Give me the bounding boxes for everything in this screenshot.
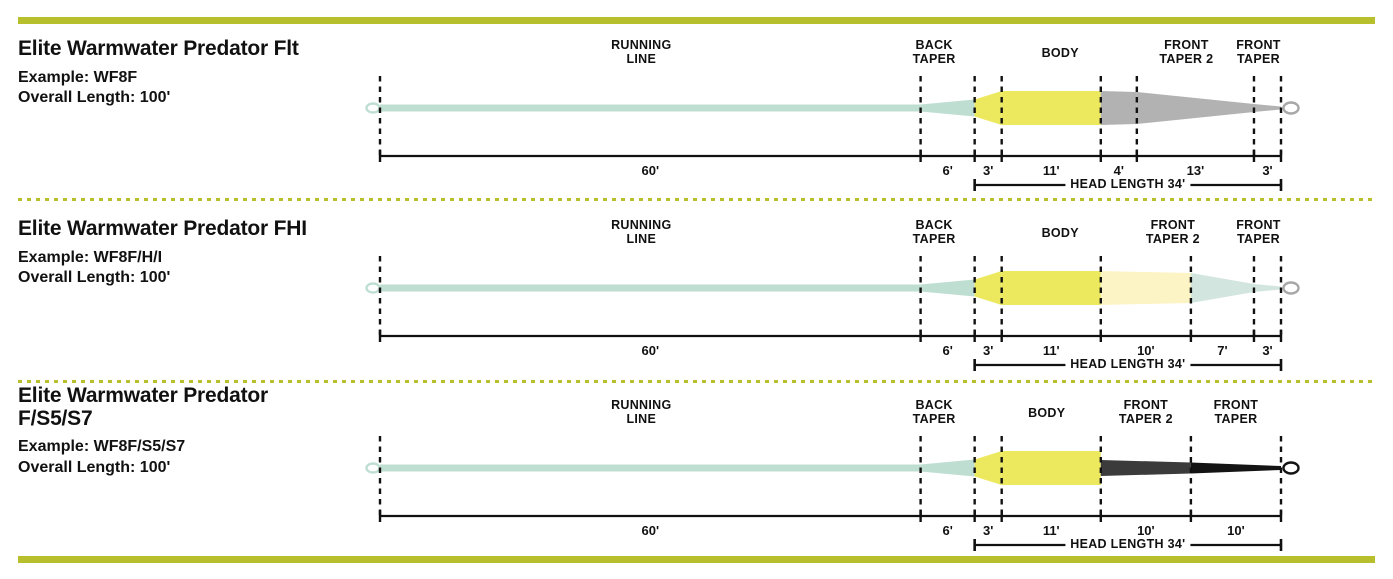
head-length-label: HEAD LENGTH 34': [1065, 537, 1191, 551]
segment-length-label: 3': [1262, 163, 1273, 178]
welded-loop-rear-icon: [365, 282, 381, 294]
segment-length-label: 10': [1137, 343, 1155, 358]
taper-segment-back-taper: [920, 459, 975, 477]
taper-diagram: RUNNING LINE BACK TAPER BODY FRONT TAPER 2 F…: [0, 210, 1393, 385]
segment-heading-front-taper-2: FRONT TAPER 2: [1145, 218, 1200, 247]
product-meta: Example: WF8F Overall Length: 100': [18, 68, 368, 109]
segment-length-label: 10': [1137, 523, 1155, 538]
top-accent-rule: [18, 17, 1375, 24]
taper-segment-running-line: [380, 104, 921, 112]
segment-length-label: 6': [942, 523, 953, 538]
segment-length-label: 11': [1042, 523, 1060, 538]
segment-heading-front-taper-2: FRONT TAPER 2: [1159, 38, 1214, 67]
taper-segment-body: [1001, 451, 1101, 485]
taper-diagram: RUNNING LINE BACK TAPER BODY FRONT TAPER 2 F…: [0, 30, 1393, 205]
segment-length-label: 7': [1217, 343, 1228, 358]
taper-segment-front-taper-2: [1100, 460, 1191, 476]
taper-segment-front-taper: [1253, 284, 1281, 292]
taper-segment-body: [1001, 271, 1101, 305]
segment-length-label: 3': [983, 343, 994, 358]
segment-length-label: 3': [1262, 343, 1273, 358]
overall-length-label: Overall Length: 100': [18, 458, 171, 476]
segment-heading-back-taper: BACK TAPER: [912, 38, 956, 67]
taper-segment-running-line: [380, 464, 921, 472]
overall-length-label: Overall Length: 100': [18, 89, 171, 107]
segment-length-label: 6': [942, 163, 953, 178]
taper-segment-front-taper-2: [1136, 92, 1254, 124]
page-title: Elite Warmwater Predator FHI: [18, 217, 307, 240]
welded-loop-tip-icon: [1282, 101, 1300, 115]
segment-heading-front-taper-2: FRONT TAPER 2: [1118, 398, 1173, 427]
head-length-label: HEAD LENGTH 34': [1065, 177, 1191, 191]
segment-length-label: 60': [641, 523, 660, 538]
segment-length-label: 11': [1042, 343, 1060, 358]
taper-segment-rear-taper: [974, 451, 1002, 485]
taper-segment-front-taper: [1253, 104, 1281, 112]
example-label: Example: WF8F: [18, 68, 138, 86]
segment-length-label: 4': [1113, 163, 1124, 178]
bottom-accent-rule: [18, 556, 1375, 563]
segment-heading-body: BODY: [1041, 226, 1079, 240]
taper-profile-svg: [365, 256, 1300, 371]
taper-segment-front-taper: [1190, 462, 1281, 474]
page-title: Elite Warmwater Predator F/S5/S7: [18, 384, 268, 430]
page-title: Elite Warmwater Predator Flt: [18, 37, 299, 60]
segment-heading-running-line: RUNNING LINE: [611, 398, 672, 427]
taper-segment-body-2: [1100, 271, 1191, 305]
segment-heading-back-taper: BACK TAPER: [912, 398, 956, 427]
welded-loop-rear-icon: [365, 102, 381, 114]
segment-heading-front-taper: FRONT TAPER: [1236, 218, 1281, 247]
taper-segment-front-taper-2: [1190, 273, 1254, 303]
example-label: Example: WF8F/S5/S7: [18, 438, 186, 456]
segment-length-label: 6': [942, 343, 953, 358]
segment-length-label: 60': [641, 343, 660, 358]
taper-segment-rear-taper: [974, 271, 1002, 305]
taper-segment-rear-taper: [974, 91, 1002, 125]
row-separator-1: [18, 198, 1375, 201]
segment-length-label: 3': [983, 163, 994, 178]
segment-length-label: 3': [983, 523, 994, 538]
segment-length-label: 60': [641, 163, 660, 178]
taper-segment-body: [1001, 91, 1101, 125]
taper-segment-front-taper-3: [1100, 91, 1137, 125]
segment-heading-body: BODY: [1041, 46, 1079, 60]
segment-heading-body: BODY: [1028, 406, 1066, 420]
taper-segment-back-taper: [920, 99, 975, 117]
segment-length-label: 10': [1227, 523, 1245, 538]
segment-heading-running-line: RUNNING LINE: [611, 38, 672, 67]
taper-segment-back-taper: [920, 279, 975, 297]
segment-length-label: 11': [1042, 163, 1060, 178]
segment-heading-front-taper: FRONT TAPER: [1213, 398, 1259, 427]
segment-heading-front-taper: FRONT TAPER: [1236, 38, 1281, 67]
taper-segment-running-line: [380, 284, 921, 292]
welded-loop-rear-icon: [365, 462, 381, 474]
product-info-block: Elite Warmwater Predator FHI Example: WF8…: [18, 217, 368, 289]
product-meta: Example: WF8F/H/I Overall Length: 100': [18, 248, 368, 289]
overall-length-label: Overall Length: 100': [18, 269, 171, 287]
segment-length-label: 13': [1186, 163, 1205, 178]
example-label: Example: WF8F/H/I: [18, 248, 163, 266]
row-separator-2: [18, 380, 1375, 383]
taper-diagram: RUNNING LINE BACK TAPER BODY FRONT TAPER 2 F…: [0, 390, 1393, 565]
segment-heading-back-taper: BACK TAPER: [912, 218, 956, 247]
taper-profile-svg: [365, 76, 1300, 191]
segment-heading-running-line: RUNNING LINE: [611, 218, 672, 247]
welded-loop-tip-icon: [1282, 281, 1300, 295]
head-length-label: HEAD LENGTH 34': [1065, 357, 1191, 371]
welded-loop-tip-icon: [1282, 461, 1300, 475]
